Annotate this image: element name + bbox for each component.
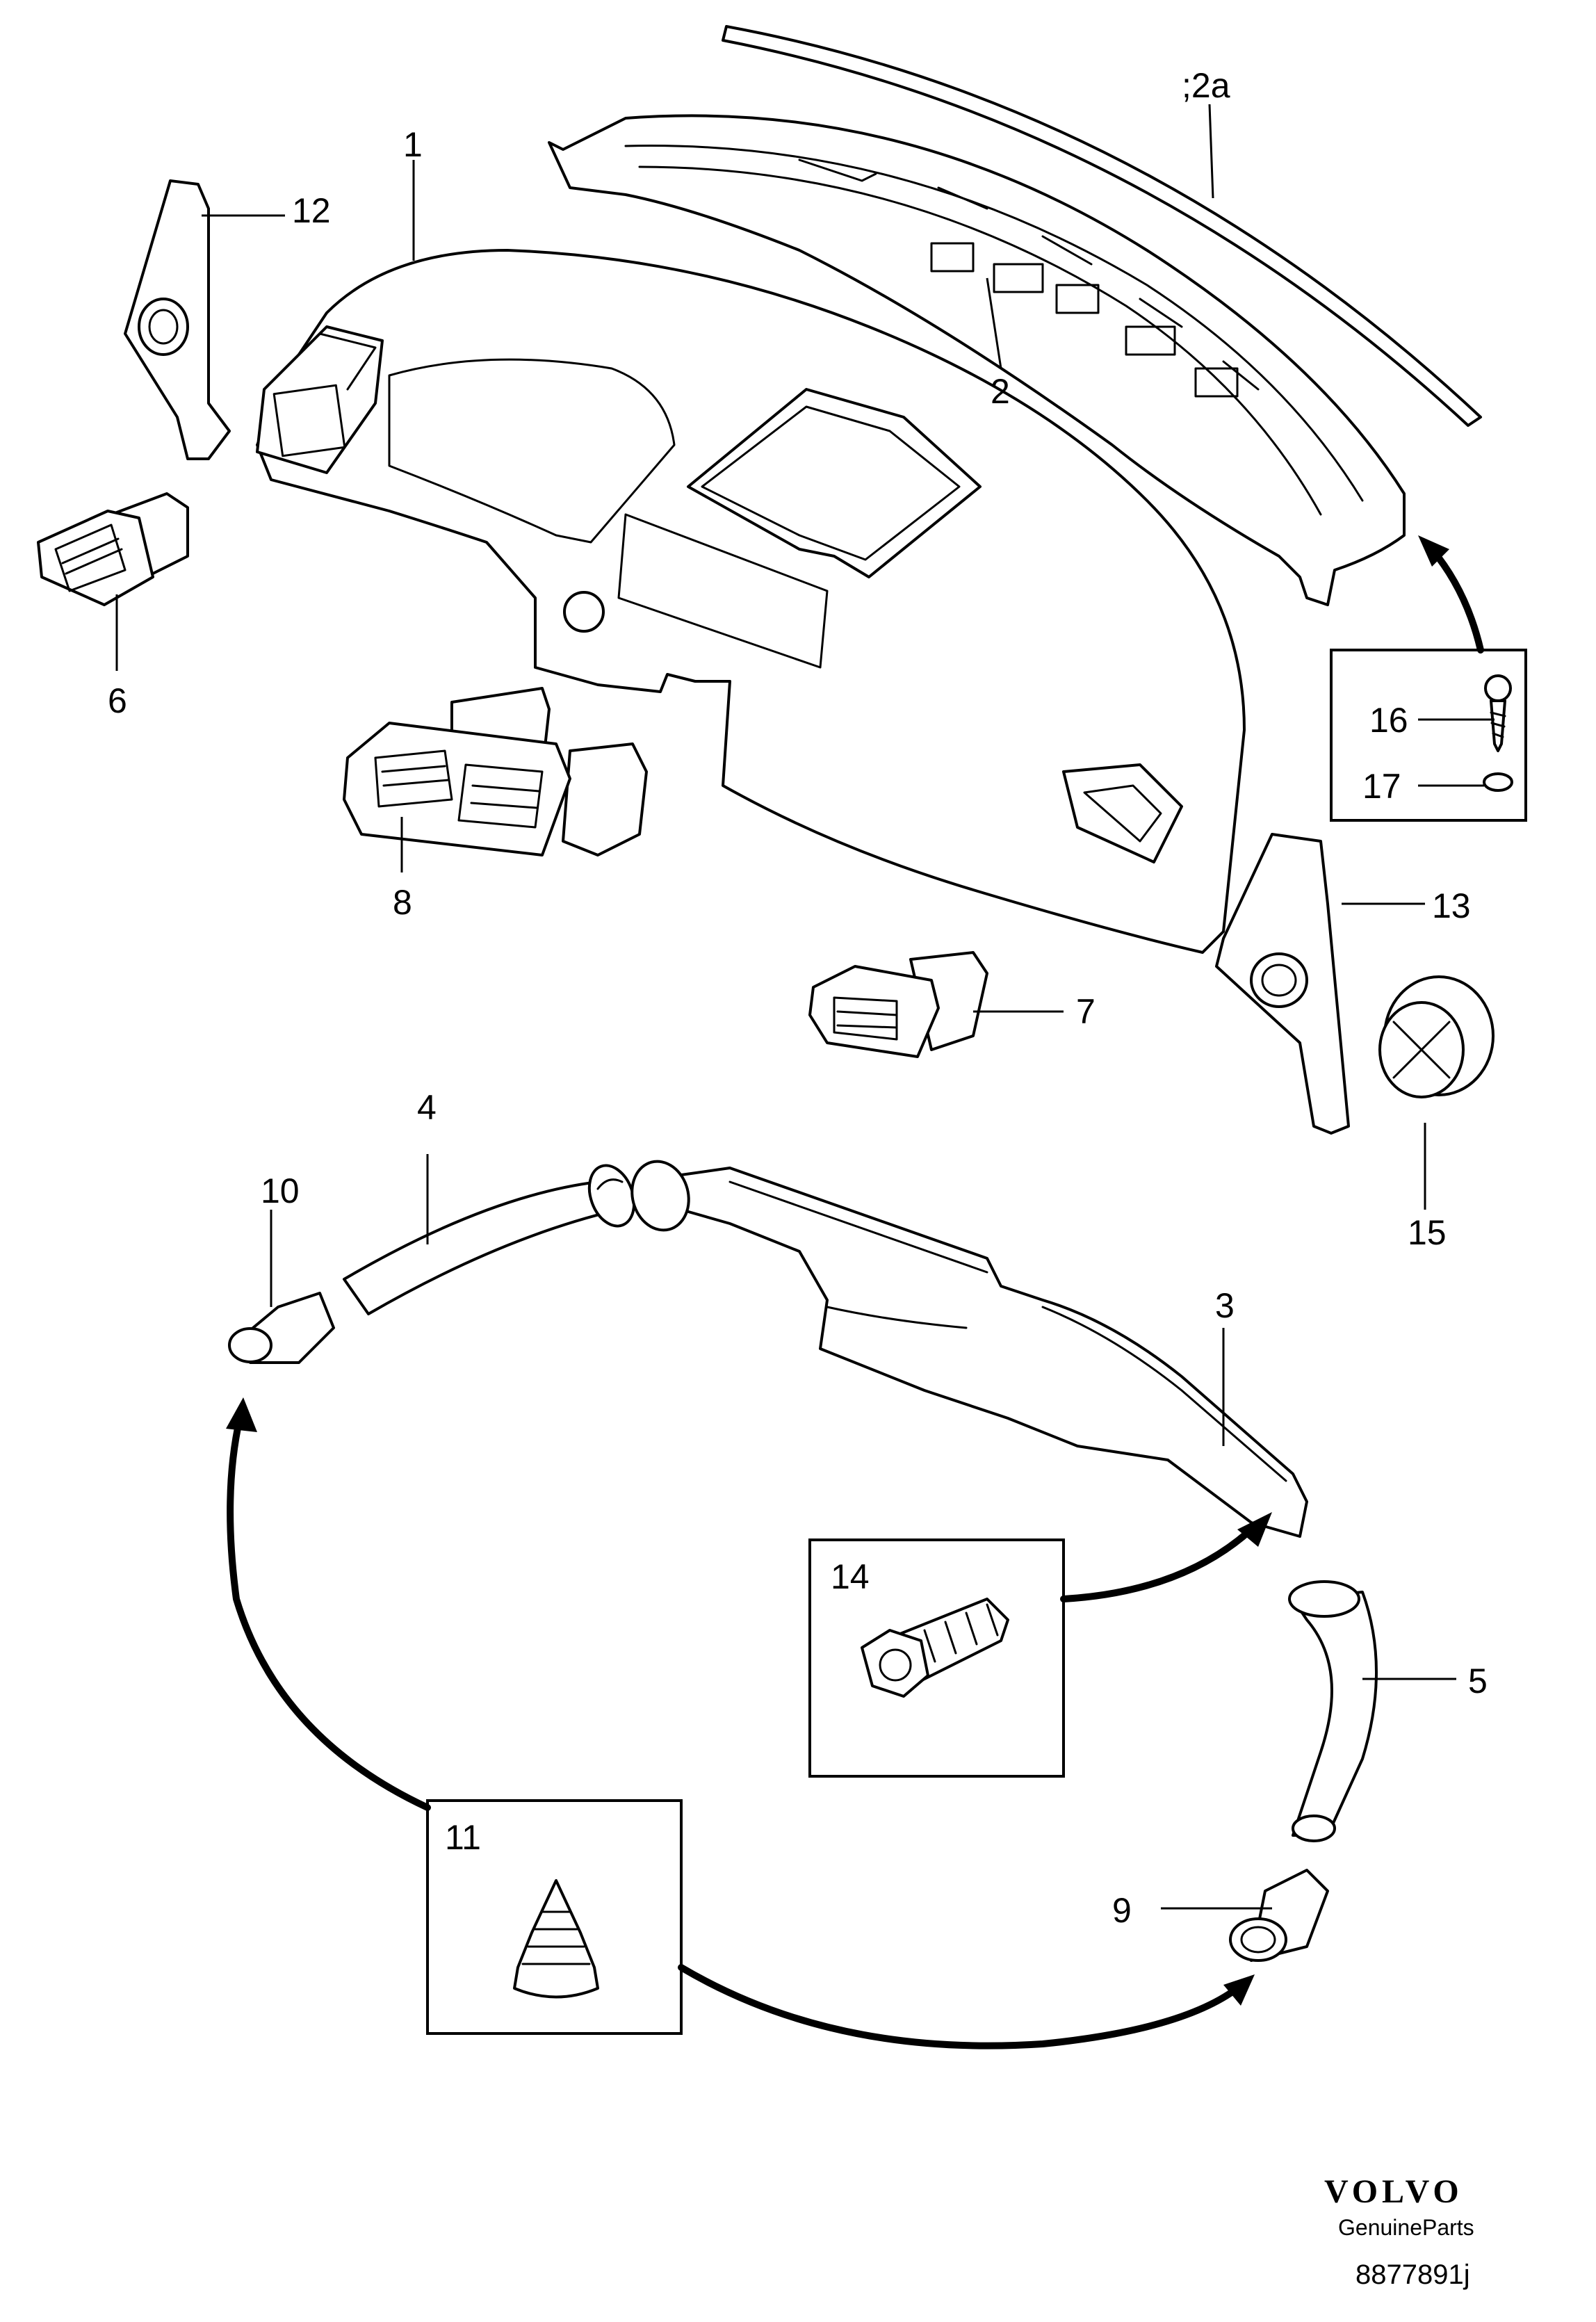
callout-17: 17 <box>1362 767 1401 806</box>
part-1-dashboard-panel <box>256 249 1246 954</box>
callout-3: 3 <box>1215 1286 1235 1325</box>
callout-15: 15 <box>1408 1213 1447 1252</box>
part-12-pillar-trim-left <box>124 179 231 460</box>
part-13-pillar-trim-right <box>1215 833 1350 1135</box>
box-16-17 <box>1330 649 1527 822</box>
part-5-duct-right <box>1288 1580 1378 1842</box>
callout-10: 10 <box>261 1171 300 1210</box>
leader-lines <box>115 104 1495 1910</box>
footer: VOLVO GenuineParts 8877891j <box>1324 2173 1474 2290</box>
part-2a-seal-strip <box>722 25 1482 427</box>
callout-11: 11 <box>445 1818 481 1857</box>
box-14 <box>808 1538 1065 1778</box>
callout-13: 13 <box>1432 886 1471 925</box>
part-4-duct-left <box>343 1164 636 1315</box>
brand-subtitle: GenuineParts <box>1338 2215 1474 2240</box>
part-6-side-vent-left <box>37 492 189 606</box>
arrows <box>226 535 1484 2049</box>
callout-7: 7 <box>1076 992 1096 1031</box>
part-7-vent-right <box>808 951 988 1058</box>
callout-12: 12 <box>292 191 331 230</box>
callout-14: 14 <box>831 1557 870 1596</box>
callout-16: 16 <box>1369 701 1408 740</box>
callout-8: 8 <box>393 883 412 922</box>
part-9-elbow-right <box>1229 1869 1329 1962</box>
brand-logo-text: VOLVO <box>1324 2173 1463 2210</box>
part-8-center-vents <box>343 687 648 856</box>
part-3-main-duct <box>630 1160 1308 1538</box>
callout-2a: ;2a <box>1182 66 1230 105</box>
callout-9: 9 <box>1112 1891 1132 1930</box>
part-15-speaker-grille <box>1378 975 1495 1098</box>
diagram-code: 8877891j <box>1355 2259 1470 2290</box>
part-2-dashboard-frame <box>548 114 1406 606</box>
callout-1: 1 <box>403 125 423 164</box>
callout-6: 6 <box>108 681 127 720</box>
callout-2: 2 <box>991 372 1010 411</box>
callout-labels: 1 2 ;2a 3 4 5 6 7 8 9 10 11 12 13 14 15 … <box>108 66 1488 1930</box>
part-10-elbow-left <box>228 1292 335 1364</box>
box-11 <box>426 1799 683 2035</box>
callout-5: 5 <box>1468 1662 1488 1700</box>
callout-4: 4 <box>417 1088 437 1127</box>
